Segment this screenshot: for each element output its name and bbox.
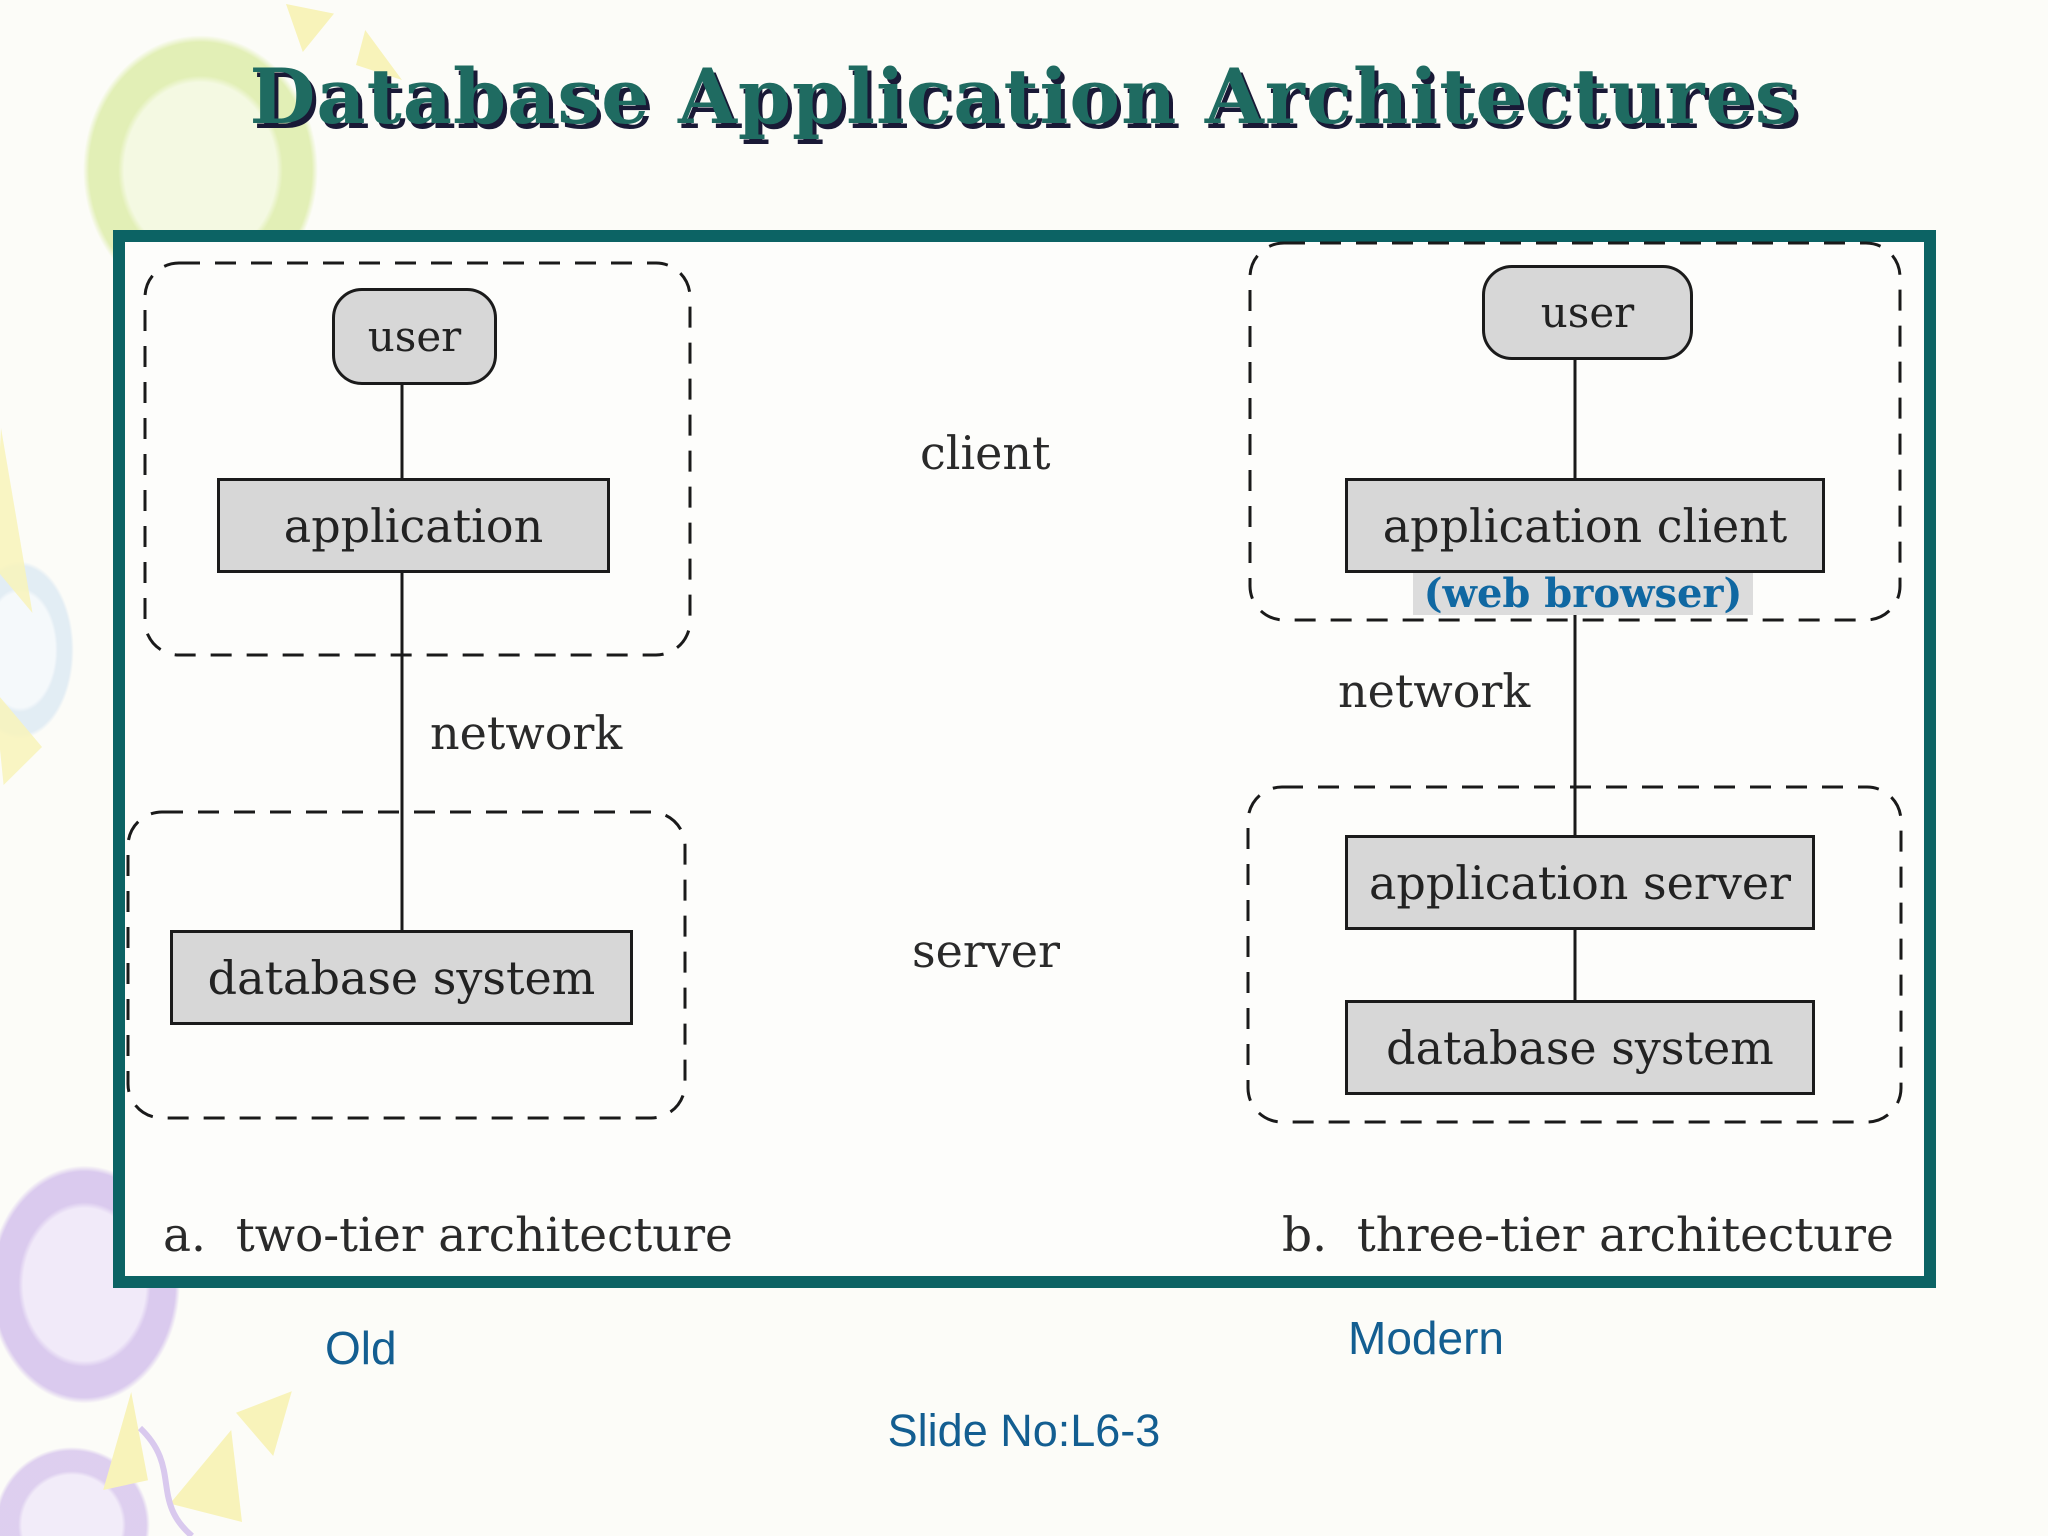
node-label: application client: [1382, 498, 1788, 553]
node-user-three-tier: user: [1482, 265, 1693, 360]
node-label: application server: [1368, 855, 1792, 910]
network-label-two-tier: network: [430, 706, 623, 760]
three-tier-caption: b. three-tier architecture: [1282, 1208, 1894, 1263]
node-label: database system: [207, 950, 596, 1005]
node-database-system-three-tier: database system: [1345, 1000, 1815, 1095]
network-label-three-tier: network: [1338, 664, 1531, 718]
node-application: application: [217, 478, 610, 573]
node-database-system-two-tier: database system: [170, 930, 633, 1025]
server-tier-label: server: [912, 924, 1061, 978]
node-label: user: [1540, 287, 1635, 337]
node-label: application: [283, 498, 544, 553]
modern-annotation: Modern: [1348, 1312, 1504, 1364]
slide-number: Slide No:L6-3: [887, 1405, 1161, 1456]
figure-frame: [113, 230, 1936, 1288]
node-label: database system: [1386, 1020, 1774, 1075]
client-tier-label: client: [920, 426, 1051, 480]
node-user-two-tier: user: [332, 288, 497, 385]
node-label: (web browser): [1423, 570, 1743, 617]
node-application-client: application client: [1345, 478, 1825, 573]
web-browser-tag: (web browser): [1413, 573, 1753, 615]
page-title: Database Application Architectures: [249, 52, 1799, 141]
two-tier-caption: a. two-tier architecture: [163, 1208, 733, 1263]
node-application-server: application server: [1345, 835, 1815, 930]
old-annotation: Old: [325, 1322, 397, 1374]
node-label: user: [367, 311, 462, 361]
